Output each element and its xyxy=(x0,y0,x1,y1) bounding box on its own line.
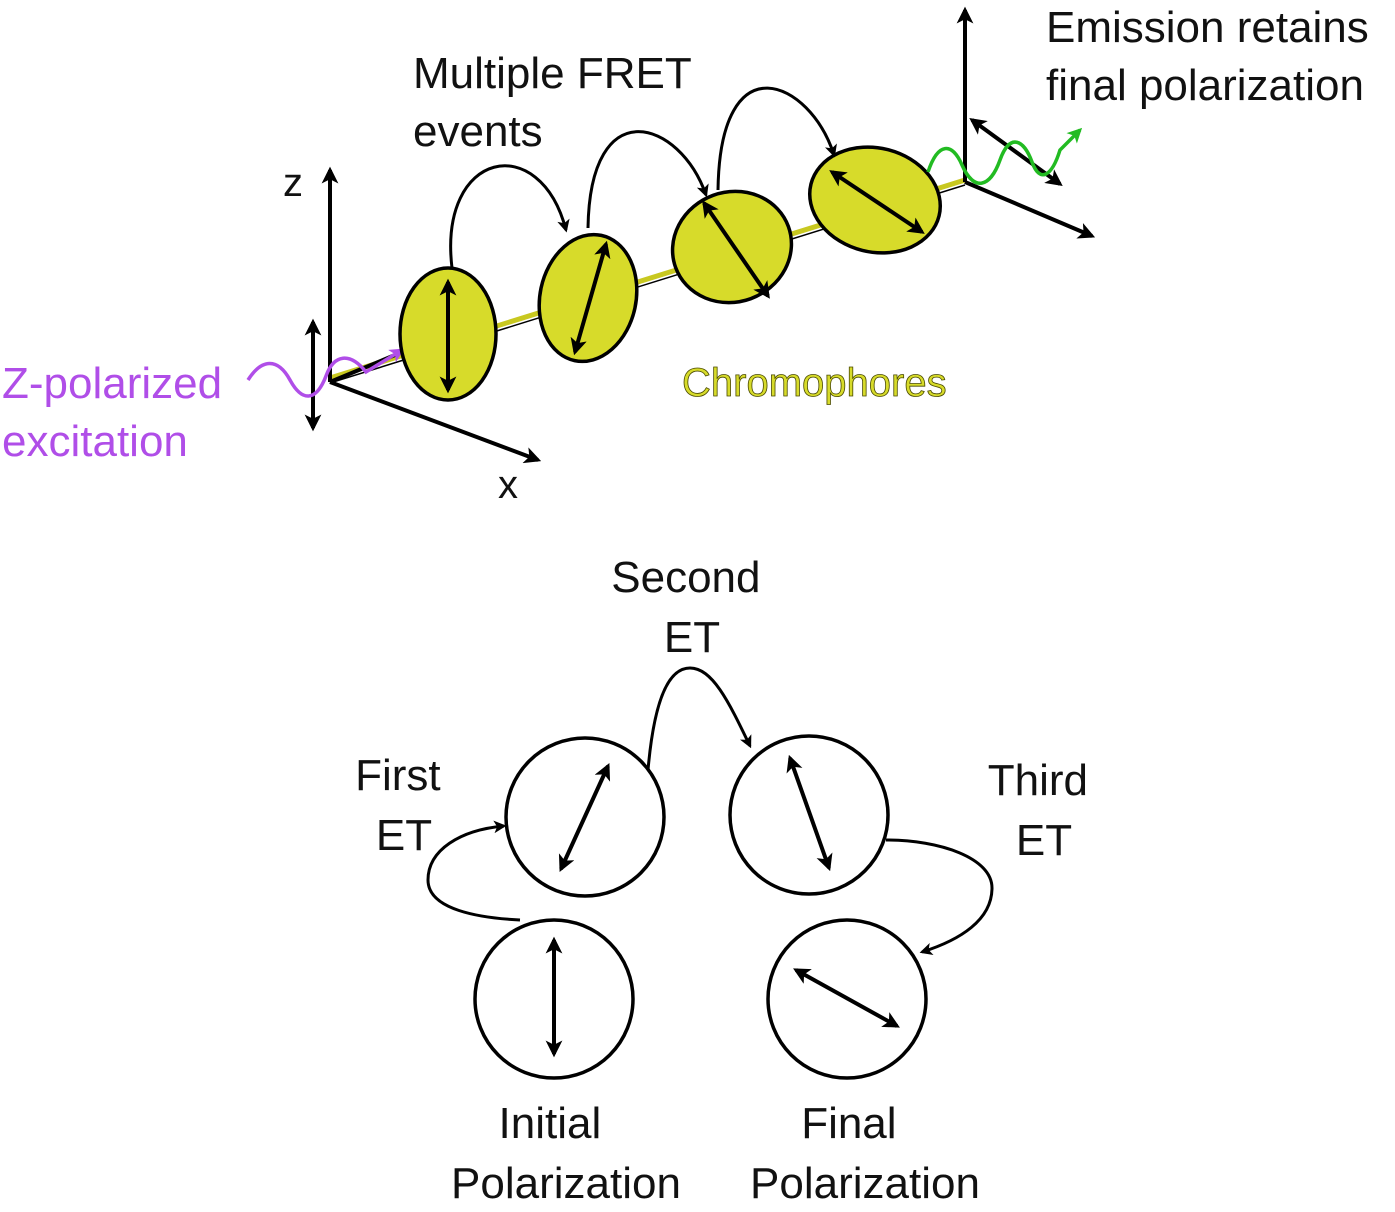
dipole-arrow xyxy=(702,200,770,299)
chromophores-label: Chromophores xyxy=(682,361,947,405)
emission-wave xyxy=(926,127,1083,185)
second-et-label: Second ET xyxy=(611,553,772,662)
chromophore-2 xyxy=(537,232,639,364)
x-axis-arrow xyxy=(329,380,542,464)
axis-x-label: x xyxy=(498,463,518,507)
top-panel: z x Z-polarized excitation xyxy=(2,3,1381,507)
dipole-arrow xyxy=(558,762,611,873)
excitation-wave xyxy=(246,348,405,398)
axis-z-label: z xyxy=(283,161,303,205)
dipole-arrow xyxy=(570,240,611,356)
first-et-arrow xyxy=(426,820,521,922)
second-et-arrow xyxy=(646,666,752,771)
chromophore-circle-initial xyxy=(473,918,635,1080)
excitation-label: Z-polarized excitation xyxy=(2,359,234,466)
final-polarization-label: Final Polarization xyxy=(750,1099,980,1208)
chromophore-ellipse xyxy=(537,232,639,364)
chromophore-circle-final xyxy=(766,918,928,1080)
third-et-arrow xyxy=(885,838,994,955)
chromophore-circle-first xyxy=(504,736,666,898)
fret-label: Multiple FRET events xyxy=(413,49,703,156)
fret-hop-2 xyxy=(586,130,709,229)
emission-x-axis xyxy=(964,180,1096,239)
chromophore-3 xyxy=(670,189,794,305)
dipole-arrow xyxy=(793,968,900,1028)
chromophore-1 xyxy=(398,266,498,402)
dipole-arrow xyxy=(786,754,833,872)
emission-label: Emission retains final polarization xyxy=(1046,3,1381,110)
fret-hop-3 xyxy=(716,86,837,191)
first-et-label: First ET xyxy=(355,751,453,860)
third-et-label: Third ET xyxy=(988,756,1100,865)
initial-polarization-label: Initial Polarization xyxy=(451,1099,681,1208)
chromophore-4 xyxy=(807,145,943,255)
fret-hop-arrows xyxy=(449,86,837,269)
dipole-arrow xyxy=(829,170,925,234)
chromophore-circle-second xyxy=(728,734,890,896)
bottom-panel: Second ET First ET Third ET Initial Pola… xyxy=(355,553,1100,1208)
fret-hop-1 xyxy=(449,164,570,269)
